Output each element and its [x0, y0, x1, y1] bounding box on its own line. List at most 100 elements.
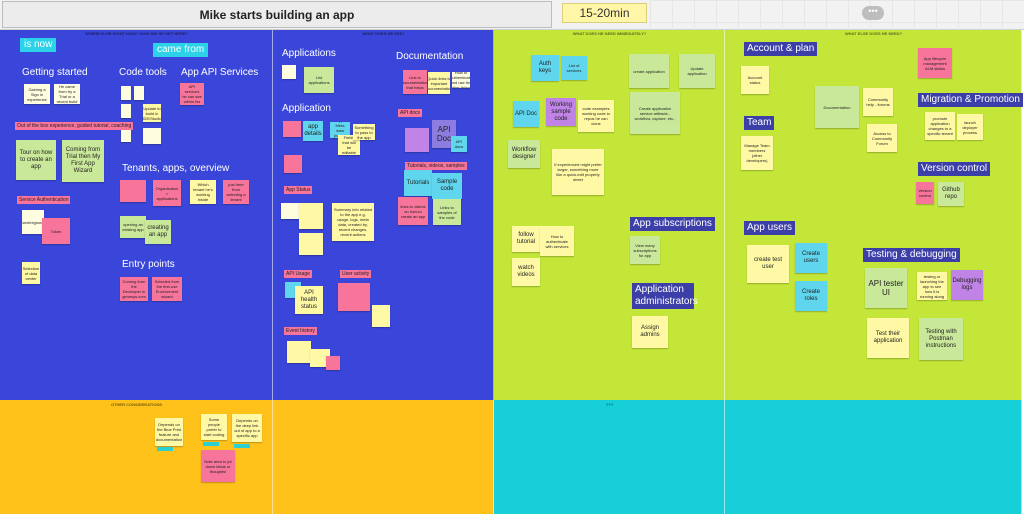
heading-app-subscriptions[interactable]: App subscriptions	[630, 217, 715, 231]
sticky-summary[interactable]: Summary info related to the app e.g. usa…	[332, 203, 374, 241]
sticky[interactable]	[287, 341, 311, 363]
sticky-fields[interactable]: Fields that will be editable	[338, 135, 360, 155]
sticky[interactable]	[121, 128, 131, 142]
sticky-tutorials[interactable]: Tutorials	[404, 170, 432, 196]
tag-api-usage[interactable]: API Usage	[284, 270, 312, 278]
sticky-lifecycle[interactable]: App lifecycle management ALM status	[918, 48, 952, 78]
sticky-some-people[interactable]: Some people prefer to start coding	[201, 414, 227, 440]
sticky[interactable]	[372, 305, 390, 327]
tag-ootb[interactable]: Out of the box experience, guided tutori…	[15, 122, 134, 130]
sticky-depends-deep[interactable]: Depends on the deep link out of app to a…	[232, 414, 262, 442]
time-sticky[interactable]: 15-20min	[562, 3, 647, 23]
sticky[interactable]	[405, 128, 429, 152]
sticky-community-help[interactable]: Community help - forums	[863, 88, 893, 116]
sticky-just-here[interactable]: just here from selecting a tenant	[223, 180, 249, 204]
sticky-api-docs[interactable]: API docs	[451, 136, 467, 152]
label-came-from[interactable]: came from	[153, 43, 209, 57]
more-icon[interactable]: •••	[862, 6, 884, 20]
sticky-api-doc[interactable]: API Doc	[432, 120, 456, 148]
board-title[interactable]: Mike starts building an app	[2, 1, 552, 28]
sticky[interactable]: Find all API services he can see within …	[180, 83, 204, 105]
sticky-access-community[interactable]: Access to Community Forum	[867, 124, 897, 152]
sticky-view-subscriptions[interactable]: View many subscriptions for app	[630, 236, 660, 264]
sticky-create-users[interactable]: Create users	[795, 243, 827, 273]
tag-app-status[interactable]: App Status	[284, 186, 313, 194]
sticky[interactable]	[284, 155, 302, 173]
sticky-assign-admins[interactable]: Assign admins	[632, 316, 668, 348]
heading-account-plan[interactable]: Account & plan	[744, 42, 818, 56]
sticky-app-details[interactable]: app details	[303, 121, 323, 141]
sticky-creating[interactable]: creating an app	[145, 220, 171, 244]
sticky-opening[interactable]: opening an existing app	[120, 216, 146, 238]
sticky-coming-from-dev[interactable]: Coming from the Developer in genesys.com	[120, 277, 148, 301]
tag-event-history[interactable]: Event history	[284, 327, 317, 335]
sticky[interactable]	[282, 65, 296, 79]
sticky[interactable]	[338, 283, 370, 311]
sticky-documentation[interactable]: Documentation	[815, 86, 859, 128]
sticky-how-to-auth[interactable]: How to authenticate with services	[540, 226, 574, 256]
sticky-create-application[interactable]: create application	[629, 54, 669, 88]
sticky-update-application[interactable]: Update application	[679, 54, 715, 88]
sticky[interactable]: He came from try a Trial or a recent bui…	[54, 84, 80, 104]
sticky-create-roles[interactable]: Create roles	[795, 281, 827, 311]
sticky[interactable]	[120, 180, 146, 202]
heading-app-users[interactable]: App users	[744, 221, 796, 235]
sticky[interactable]: Update to build in IDE/Studio	[143, 104, 161, 122]
sticky[interactable]	[143, 128, 161, 144]
sticky[interactable]	[121, 104, 131, 118]
sticky[interactable]	[326, 356, 340, 370]
heading-code-tools[interactable]: Code tools	[119, 67, 167, 78]
heading-team[interactable]: Team	[744, 116, 775, 130]
sticky-token[interactable]: Token	[42, 218, 70, 244]
sticky-sample-code[interactable]: Sample code	[432, 173, 462, 199]
label-is-now[interactable]: is now	[20, 38, 57, 52]
heading-testing[interactable]: Testing & debugging	[863, 248, 960, 262]
sticky-list-apps[interactable]: List applications	[304, 67, 334, 93]
sticky-note[interactable]: Note area to jot down ideas or thoughts!	[201, 450, 235, 482]
tag-user-activity[interactable]: User activity	[340, 270, 372, 278]
sticky[interactable]	[299, 233, 323, 255]
sticky-working-sample[interactable]: Working sample code	[546, 98, 576, 126]
tag-service-auth[interactable]: Service Authentication	[17, 196, 71, 204]
sticky-promote[interactable]: promote application changes to a specifi…	[925, 112, 955, 140]
sticky[interactable]: How to authenticate and use the other th…	[452, 72, 470, 88]
sticky-create-artifacts[interactable]: Create application service artifacts - w…	[630, 92, 680, 134]
sticky[interactable]: Gaining a Sign in experience	[24, 84, 50, 104]
sticky[interactable]	[283, 121, 301, 137]
sticky-auth-keys[interactable]: Auth keys	[531, 55, 559, 81]
heading-getting-started[interactable]: Getting started	[22, 67, 88, 78]
sticky-samples[interactable]: Links to samples of the code	[433, 199, 461, 225]
sticky-workflow-designer[interactable]: Workflow designer	[508, 140, 540, 168]
sticky[interactable]: Link to documentation that helps	[403, 70, 427, 94]
heading-entry-points[interactable]: Entry points	[122, 259, 175, 270]
sticky-follow-tutorial[interactable]: follow tutorial	[512, 226, 540, 252]
sticky-coming-trial[interactable]: Coming from Trial then My First App Wiza…	[62, 140, 104, 182]
sticky-links-videos[interactable]: links to videos on how-to create an app	[398, 197, 428, 225]
sticky-api-health[interactable]: API health status	[295, 286, 323, 314]
sticky-testing-launch[interactable]: testing or launching the app to see how …	[917, 272, 947, 300]
heading-app-admins[interactable]: Application administrators	[632, 283, 698, 309]
sticky[interactable]	[310, 349, 330, 367]
sticky-version-control[interactable]: Version control	[916, 182, 934, 204]
sticky-selection[interactable]: Selection of data center	[22, 262, 40, 284]
heading-migration[interactable]: Migration & Promotion	[918, 93, 1023, 107]
sticky[interactable]	[299, 203, 323, 229]
sticky-which-tenant[interactable]: Which tenant he's working inside	[190, 180, 216, 204]
heading-app-api-services[interactable]: App API Services	[181, 67, 259, 78]
sticky-debugging[interactable]: Debugging logs	[951, 270, 983, 300]
sticky[interactable]: Tenant/region/app	[22, 210, 44, 234]
sticky[interactable]	[281, 203, 299, 219]
sticky-api-tester[interactable]: API tester UI	[865, 268, 907, 308]
sticky[interactable]	[121, 86, 131, 100]
sticky-code-examples[interactable]: code examples working code in repos he c…	[578, 100, 614, 132]
sticky-org-apps[interactable]: Organization > applications	[153, 180, 181, 206]
heading-application[interactable]: Application	[282, 103, 331, 114]
tag-api-docs[interactable]: API docs	[398, 109, 423, 117]
sticky-api-doc[interactable]: API Doc	[513, 101, 539, 127]
tag-tutorials[interactable]: Tutorials, videos, samples	[405, 162, 467, 170]
heading-applications[interactable]: Applications	[282, 48, 336, 59]
sticky-github[interactable]: Github repo	[938, 182, 964, 206]
sticky[interactable]	[134, 86, 144, 100]
sticky-postman[interactable]: Testing with Postman instructions	[919, 318, 963, 360]
sticky-selected-from[interactable]: Selected from the first-use Environment …	[152, 277, 182, 301]
